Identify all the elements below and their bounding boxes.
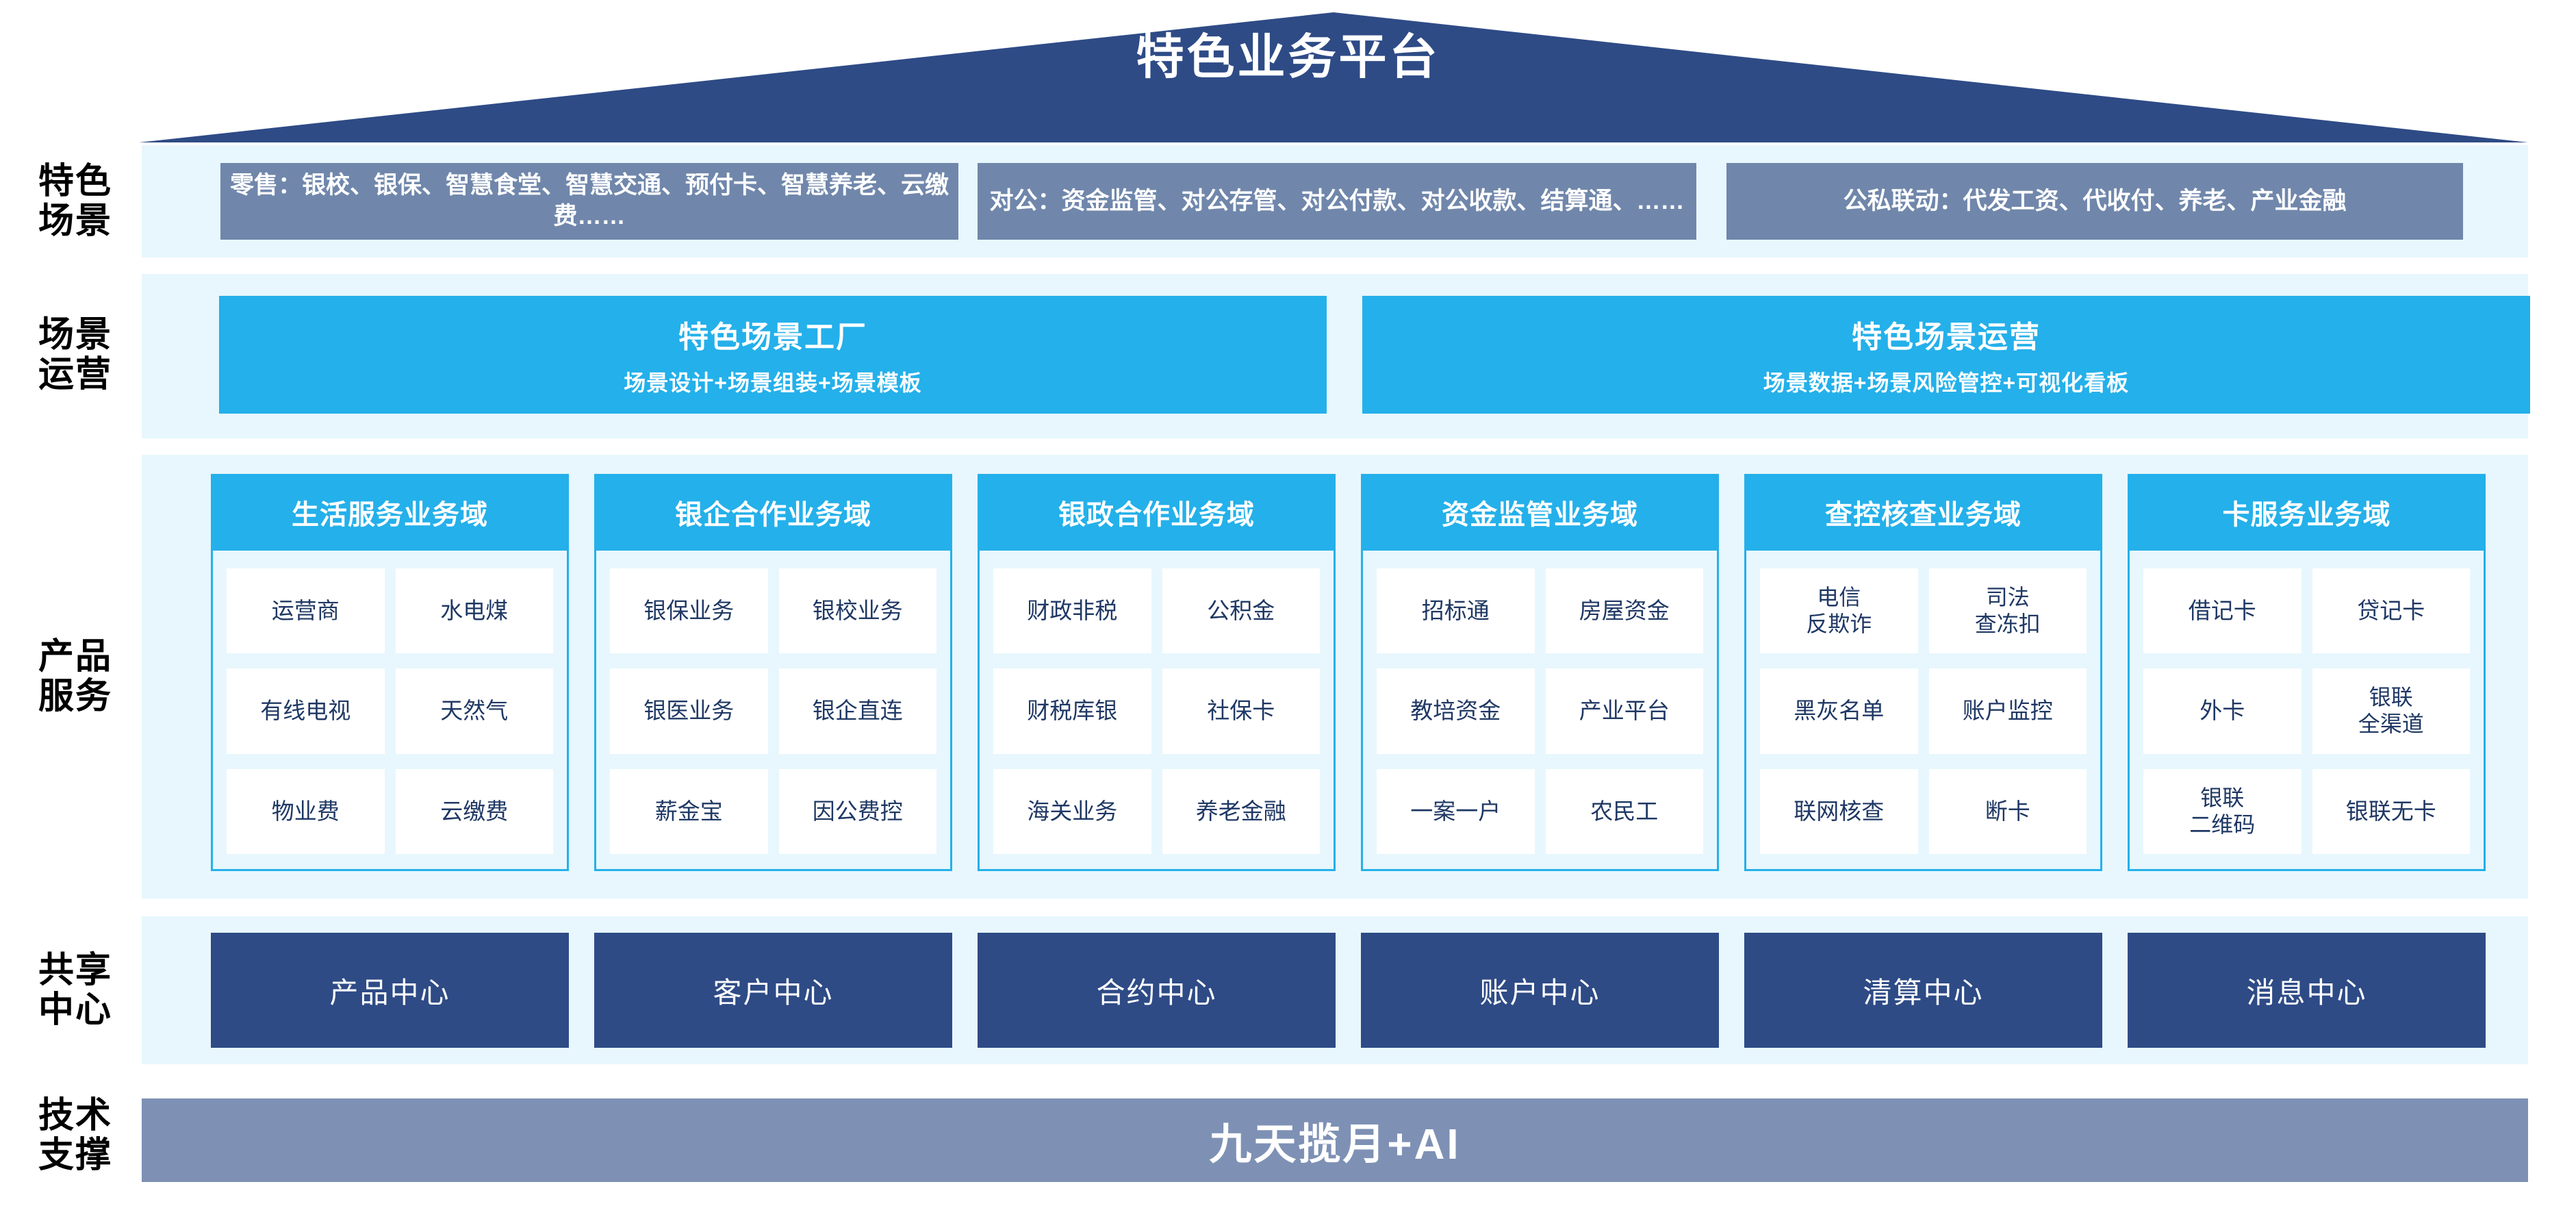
product-item[interactable]: 一案一户 — [1377, 768, 1535, 854]
product-domain-column-bank-enterprise[interactable]: 银企合作业务域 银保业务 银校业务 银医业务 银企直连 薪金宝 因公费控 — [594, 474, 952, 871]
shared-center-card-customer[interactable]: 客户中心 — [594, 933, 952, 1048]
product-item-grid: 银保业务 银校业务 银医业务 银企直连 薪金宝 因公费控 — [596, 551, 950, 869]
product-item[interactable]: 薪金宝 — [610, 768, 768, 854]
scene-card-public-private[interactable]: 公私联动：代发工资、代收付、养老、产业金融 — [1726, 163, 2463, 240]
product-domain-title: 卡服务业务域 — [2128, 474, 2486, 551]
row-label-tech-support: 技术支撑 — [38, 1096, 112, 1176]
product-domain-title: 查控核查业务域 — [1744, 474, 2102, 551]
product-domain-column-fund-supervision[interactable]: 资金监管业务域 招标通 房屋资金 教培资金 产业平台 一案一户 农民工 — [1361, 474, 1719, 871]
product-item[interactable]: 财政非税 — [993, 568, 1151, 654]
platform-roof-header: 特色业务平台 — [0, 0, 2576, 145]
product-item[interactable]: 外卡 — [2143, 668, 2301, 754]
product-domain-column-card-service[interactable]: 卡服务业务域 借记卡 贷记卡 外卡 银联全渠道 银联二维码 银联无卡 — [2128, 474, 2486, 871]
tech-support-title: 九天揽月+AI — [1209, 1121, 1461, 1168]
shared-center-card-settlement[interactable]: 清算中心 — [1744, 933, 2102, 1048]
product-item[interactable]: 银联二维码 — [2143, 768, 2301, 854]
product-item[interactable]: 电信反欺诈 — [1760, 568, 1918, 654]
product-item[interactable]: 产业平台 — [1545, 668, 1703, 754]
operations-card-subtitle: 场景数据+场景风险管控+可视化看板 — [1763, 370, 2130, 395]
product-item-grid: 电信反欺诈 司法查冻扣 黑灰名单 账户监控 联网核查 断卡 — [1746, 551, 2100, 869]
product-item[interactable]: 公积金 — [1162, 568, 1320, 654]
shared-center-card-contract[interactable]: 合约中心 — [978, 933, 1336, 1048]
page-title: 特色业务平台 — [1136, 30, 1440, 84]
product-item[interactable]: 因公费控 — [778, 768, 936, 854]
operations-card-scene-factory[interactable]: 特色场景工厂 场景设计+场景组装+场景模板 — [219, 296, 1327, 414]
product-item[interactable]: 黑灰名单 — [1760, 668, 1918, 754]
product-item-grid: 招标通 房屋资金 教培资金 产业平台 一案一户 农民工 — [1363, 551, 1717, 869]
scene-card-retail[interactable]: 零售：银校、银保、智慧食堂、智慧交通、预付卡、智慧养老、云缴费…… — [220, 163, 958, 240]
product-domain-column-life-service[interactable]: 生活服务业务域 运营商 水电煤 有线电视 天然气 物业费 云缴费 — [211, 474, 569, 871]
tech-support-bar[interactable]: 九天揽月+AI — [142, 1098, 2528, 1182]
shared-center-card-account[interactable]: 账户中心 — [1361, 933, 1719, 1048]
product-item[interactable]: 水电煤 — [395, 568, 553, 654]
product-item[interactable]: 社保卡 — [1162, 668, 1320, 754]
product-item[interactable]: 海关业务 — [993, 768, 1151, 854]
product-domain-column-bank-government[interactable]: 银政合作业务域 财政非税 公积金 财税库银 社保卡 海关业务 养老金融 — [978, 474, 1336, 871]
product-item[interactable]: 银联全渠道 — [2312, 668, 2470, 754]
row-label-products: 产品服务 — [38, 637, 112, 717]
row-label-shared-center: 共享中心 — [38, 951, 112, 1031]
product-item[interactable]: 农民工 — [1545, 768, 1703, 854]
product-item[interactable]: 联网核查 — [1760, 768, 1918, 854]
row-label-scenes: 特色场景 — [38, 162, 112, 242]
operations-card-scene-operation[interactable]: 特色场景运营 场景数据+场景风险管控+可视化看板 — [1362, 296, 2530, 414]
operations-card-subtitle: 场景设计+场景组装+场景模板 — [624, 370, 922, 395]
product-domain-column-investigation-control[interactable]: 查控核查业务域 电信反欺诈 司法查冻扣 黑灰名单 账户监控 联网核查 断卡 — [1744, 474, 2102, 871]
operations-card-title: 特色场景运营 — [1852, 320, 2041, 354]
product-item[interactable]: 借记卡 — [2143, 568, 2301, 654]
product-item-grid: 财政非税 公积金 财税库银 社保卡 海关业务 养老金融 — [980, 551, 1334, 869]
product-item[interactable]: 物业费 — [227, 768, 385, 854]
product-item[interactable]: 银企直连 — [778, 668, 936, 754]
product-item[interactable]: 招标通 — [1377, 568, 1535, 654]
product-item[interactable]: 云缴费 — [395, 768, 553, 854]
product-item[interactable]: 财税库银 — [993, 668, 1151, 754]
product-item[interactable]: 房屋资金 — [1545, 568, 1703, 654]
product-item-grid: 借记卡 贷记卡 外卡 银联全渠道 银联二维码 银联无卡 — [2130, 551, 2484, 869]
product-item[interactable]: 银保业务 — [610, 568, 768, 654]
product-item[interactable]: 天然气 — [395, 668, 553, 754]
shared-center-card-message[interactable]: 消息中心 — [2128, 933, 2486, 1048]
product-item[interactable]: 断卡 — [1928, 768, 2087, 854]
product-domain-title: 生活服务业务域 — [211, 474, 569, 551]
product-domain-title: 银政合作业务域 — [978, 474, 1336, 551]
product-domain-title: 银企合作业务域 — [594, 474, 952, 551]
product-item[interactable]: 银医业务 — [610, 668, 768, 754]
product-item[interactable]: 司法查冻扣 — [1928, 568, 2087, 654]
product-item[interactable]: 账户监控 — [1928, 668, 2087, 754]
operations-card-title: 特色场景工厂 — [678, 320, 867, 354]
row-label-operations: 场景运营 — [38, 315, 112, 395]
product-item[interactable]: 银校业务 — [778, 568, 936, 654]
product-item[interactable]: 有线电视 — [227, 668, 385, 754]
product-item[interactable]: 教培资金 — [1377, 668, 1535, 754]
scene-card-corporate[interactable]: 对公：资金监管、对公存管、对公付款、对公收款、结算通、…… — [978, 163, 1696, 240]
product-item[interactable]: 贷记卡 — [2312, 568, 2470, 654]
shared-center-card-product[interactable]: 产品中心 — [211, 933, 569, 1048]
product-item[interactable]: 养老金融 — [1162, 768, 1320, 854]
product-item[interactable]: 运营商 — [227, 568, 385, 654]
product-item-grid: 运营商 水电煤 有线电视 天然气 物业费 云缴费 — [213, 551, 567, 869]
product-item[interactable]: 银联无卡 — [2312, 768, 2470, 854]
product-domain-title: 资金监管业务域 — [1361, 474, 1719, 551]
